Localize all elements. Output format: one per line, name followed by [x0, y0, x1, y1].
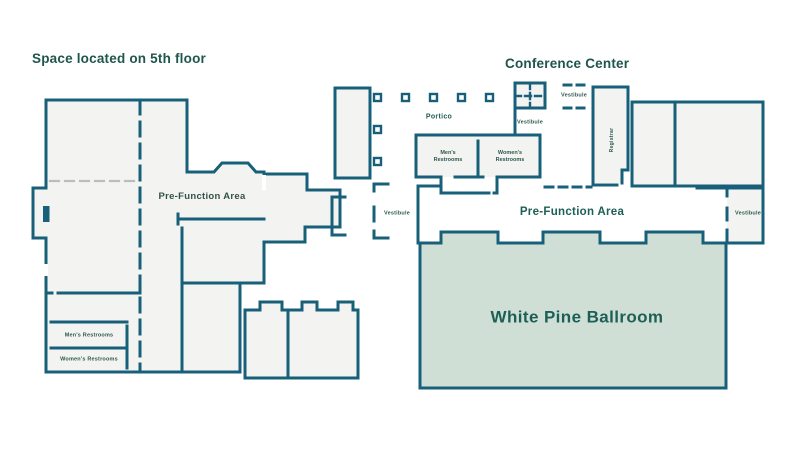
- top-right-rooms: [630, 100, 765, 188]
- vestibule-top-label: Vestibule: [561, 92, 587, 99]
- top-right-rooms-divider: [673, 100, 729, 190]
- portico-label: Portico: [425, 113, 453, 121]
- stairwell-rect: [333, 86, 372, 180]
- ballroom-label: White Pine Ballroom: [490, 307, 664, 327]
- vestibule-right-fill: [727, 188, 763, 243]
- walkway-bracket: [330, 195, 347, 237]
- top-passage-dashes: [562, 83, 590, 110]
- left-prefunction-label: Pre-Function Area: [158, 191, 246, 203]
- door-marker: [43, 206, 50, 222]
- vestibule-inner-label: Vestibule: [517, 119, 543, 126]
- vestibule-right-walls: [724, 184, 765, 245]
- left-plan-title: Space located on 5th floor: [32, 51, 206, 66]
- conf-mens-restrooms-label: Men's Restrooms: [433, 150, 463, 163]
- left-plan-interior-walls: [44, 212, 266, 374]
- conf-entry-box: [439, 175, 499, 195]
- registrar-label: Registrar: [608, 127, 615, 153]
- registrar-fill: [593, 87, 628, 183]
- door-gaps: [44, 175, 266, 276]
- vestibule-block-cross: [513, 81, 547, 110]
- vestibule-left-walls: [372, 182, 390, 240]
- conference-center-title: Conference Center: [505, 56, 630, 71]
- vestibule-right-label: Vestibule: [735, 210, 761, 217]
- registrar-walls: [591, 85, 630, 187]
- left-womens-restrooms-label: Women's Restrooms: [60, 356, 118, 363]
- conf-prefunction-label: Pre-Function Area: [519, 205, 625, 218]
- left-mens-restrooms-label: Men's Restrooms: [64, 332, 114, 339]
- bottom-building-outline: [243, 300, 360, 380]
- portico-columns: [372, 92, 495, 167]
- conf-restrooms-walls: [414, 133, 542, 179]
- left-plan-outline: [31, 98, 342, 374]
- ballroom-shape: [418, 230, 728, 390]
- conf-womens-restrooms-label: Women's Restrooms: [495, 150, 525, 163]
- prefunction-left-wall: [416, 184, 443, 245]
- vestibule-left-label: Vestibule: [384, 210, 410, 217]
